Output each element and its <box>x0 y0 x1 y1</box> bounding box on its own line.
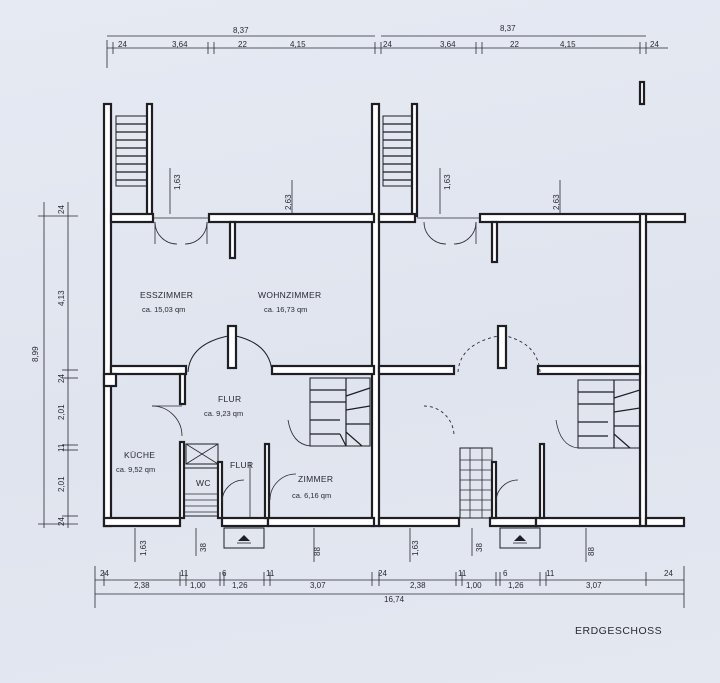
plan-title: ERDGESCHOSS <box>575 625 662 637</box>
room-area-zimmer: ca. 6,16 qm <box>292 491 331 500</box>
dim-top-right-1: 22 <box>510 40 519 49</box>
dim-bottom-13: 1,26 <box>508 581 524 590</box>
right-arch-passage <box>457 335 541 373</box>
svg-text:11: 11 <box>57 443 66 452</box>
svg-text:8,99: 8,99 <box>31 346 40 362</box>
left-arch-passage <box>187 335 273 373</box>
room-name-zimmer: ZIMMER <box>298 474 333 484</box>
dim-bottom-7: 3,07 <box>310 581 326 590</box>
room-area-esszimmer: ca. 15,03 qm <box>142 305 185 314</box>
right-terrace-door <box>417 217 480 245</box>
dim-left-3: 2,01 <box>57 404 66 420</box>
right-kitchen-door <box>423 405 455 437</box>
dim-bottom-3: 1,00 <box>190 581 206 590</box>
room-name-wc: WC <box>196 478 211 488</box>
right-interior-stair <box>555 379 641 449</box>
dim-bottom-8: 24 <box>378 569 387 578</box>
dim-bottom-v-2: 88 <box>313 547 322 556</box>
room-name-kueche: KÜCHE <box>124 450 155 460</box>
dim-top-left-2: 22 <box>238 40 247 49</box>
svg-text:1,63: 1,63 <box>443 174 452 190</box>
dim-bottom-12: 6 <box>503 569 508 578</box>
dim-top-right-3: 24 <box>650 40 659 49</box>
left-terrace-stair <box>115 115 148 187</box>
left-wc-block <box>183 467 219 517</box>
svg-text:24: 24 <box>57 517 66 526</box>
right-unit-walls <box>377 80 687 528</box>
dim-left-5: 2,01 <box>57 476 66 492</box>
svg-text:2,63: 2,63 <box>552 194 561 210</box>
left-terrace-door <box>153 217 209 245</box>
left-unit-walls <box>102 102 381 528</box>
dim-opening-right-1-63: 1,63 <box>443 174 452 190</box>
bottom-dimension-chain: 24 2,38 11 1,00 6 1,26 11 3,07 24 2,38 1… <box>94 566 685 608</box>
left-interior-stair <box>287 377 371 447</box>
dim-bottom-9: 2,38 <box>410 581 426 590</box>
right-entrance <box>499 527 541 549</box>
dim-bottom-1: 2,38 <box>134 581 150 590</box>
svg-text:24: 24 <box>57 374 66 383</box>
dim-bottom-5: 1,26 <box>232 581 248 590</box>
dim-top-left-4: 24 <box>383 40 392 49</box>
room-name-flur-main: FLUR <box>218 394 241 404</box>
dim-left-4: 11 <box>57 443 66 452</box>
dim-left-2: 24 <box>57 374 66 383</box>
dim-opening-left-1-63: 1,63 <box>173 174 182 190</box>
dim-left-0: 24 <box>57 205 66 214</box>
dim-bottom-0: 24 <box>100 569 109 578</box>
left-dimension-chain: 8,99 24 4,13 24 2,01 11 2,01 24 <box>31 202 78 528</box>
svg-text:2,63: 2,63 <box>284 194 293 210</box>
dim-bottom-16: 24 <box>664 569 673 578</box>
dim-top-left-0: 24 <box>118 40 127 49</box>
dim-opening-left-2-63: 2,63 <box>284 194 293 210</box>
room-name-esszimmer: ESSZIMMER <box>140 290 193 300</box>
dim-bottom-15: 3,07 <box>586 581 602 590</box>
dim-bottom-14: 11 <box>546 569 555 578</box>
left-kitchen-cabinet <box>185 443 219 465</box>
dim-left-total: 8,99 <box>31 346 40 362</box>
dim-bottom-v-3: 1,63 <box>411 540 420 556</box>
dim-bottom-total: 16,74 <box>384 595 405 604</box>
right-kitchen-block <box>459 447 493 519</box>
dim-bottom-10: 11 <box>458 569 467 578</box>
dim-top-left-3: 4,15 <box>290 40 306 49</box>
dim-bottom-v-4: 38 <box>475 543 484 552</box>
dim-top-right-2: 4,15 <box>560 40 576 49</box>
svg-text:2,01: 2,01 <box>57 476 66 492</box>
dim-bottom-6: 11 <box>266 569 275 578</box>
left-entrance <box>223 527 265 549</box>
dim-top-right-0: 3,64 <box>440 40 456 49</box>
room-area-wohnzimmer: ca. 16,73 qm <box>264 305 307 314</box>
dim-top-left-1: 3,64 <box>172 40 188 49</box>
dim-bottom-v-0: 1,63 <box>139 540 148 556</box>
room-area-flur-main: ca. 9,23 qm <box>204 409 243 418</box>
top-dimension-chain: 8,37 8,37 24 3,64 22 4,15 24 3,64 22 4,1… <box>106 24 668 68</box>
dim-bottom-v-1: 38 <box>199 543 208 552</box>
dim-left-6: 24 <box>57 517 66 526</box>
svg-text:24: 24 <box>57 205 66 214</box>
right-terrace-stair <box>382 115 413 187</box>
room-name-flur-small: FLUR <box>230 460 253 470</box>
room-area-kueche: ca. 9,52 qm <box>116 465 155 474</box>
svg-text:1,63: 1,63 <box>173 174 182 190</box>
dim-opening-right-2-63: 2,63 <box>552 194 561 210</box>
svg-text:2,01: 2,01 <box>57 404 66 420</box>
dim-bottom-11: 1,00 <box>466 581 482 590</box>
dim-top-total-left: 8,37 <box>233 26 249 35</box>
dim-bottom-4: 6 <box>222 569 227 578</box>
dim-top-total-right: 8,37 <box>500 24 516 33</box>
dim-left-1: 4,13 <box>57 290 66 306</box>
svg-text:4,13: 4,13 <box>57 290 66 306</box>
bottom-vertical-dims: 1,63 38 88 1,63 38 88 <box>134 528 596 562</box>
room-name-wohnzimmer: WOHNZIMMER <box>258 290 321 300</box>
dim-bottom-2: 11 <box>180 569 189 578</box>
dim-bottom-v-5: 88 <box>587 547 596 556</box>
kitchen-door <box>151 405 183 437</box>
